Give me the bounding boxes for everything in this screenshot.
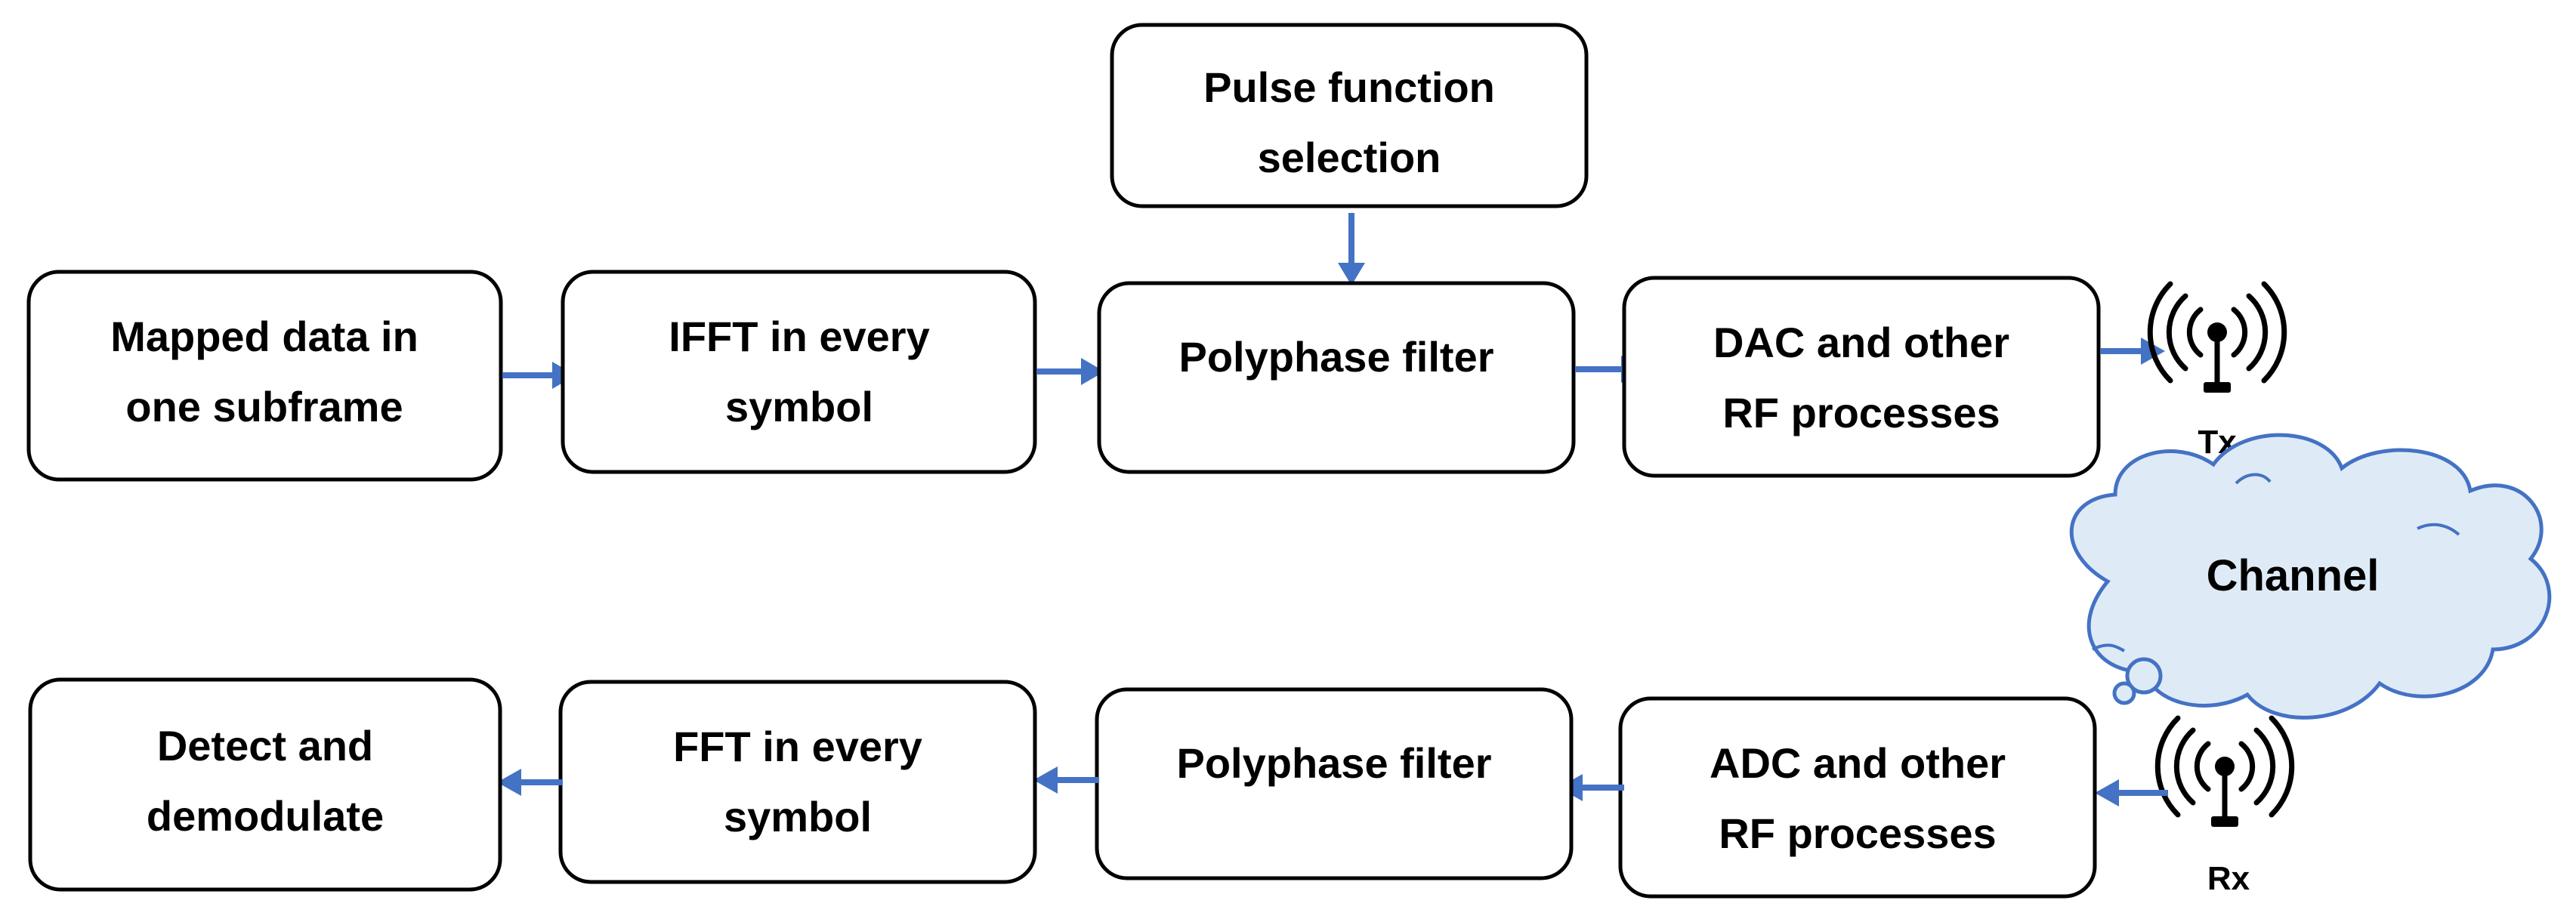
- channel-cloud-icon: [2069, 433, 2552, 720]
- ifft-line1: IFFT in every: [669, 313, 929, 360]
- detect-line1: Detect and: [157, 722, 373, 769]
- ifft-block: IFFT in every symbol: [561, 270, 1037, 474]
- adc-line1: ADC and other: [1710, 739, 2006, 787]
- fft-line1: FFT in every: [673, 723, 922, 770]
- pulse-selection-block: Pulse function selection: [1110, 23, 1589, 208]
- arrow-rx-to-adc: [2095, 779, 2168, 806]
- fft-line2: symbol: [724, 793, 872, 840]
- mapped-data-line1: Mapped data in: [110, 313, 419, 360]
- ifft-line2: symbol: [725, 383, 873, 430]
- detect-line2: demodulate: [147, 792, 384, 840]
- arrow-fft-to-detect: [497, 769, 563, 796]
- dac-line1: DAC and other: [1713, 319, 2009, 366]
- adc-block: ADC and other RF processes: [1618, 696, 2097, 899]
- rx-polyphase-filter-label: Polyphase filter: [1176, 739, 1491, 787]
- fft-block: FFT in every symbol: [558, 680, 1037, 884]
- tx-antenna-icon: [2147, 281, 2287, 393]
- rx-antenna-icon: [2154, 715, 2295, 827]
- tx-polyphase-filter-label: Polyphase filter: [1178, 333, 1493, 381]
- arrow-pulse-to-filter: [1338, 213, 1365, 285]
- mapped-data-line2: one subframe: [125, 383, 403, 430]
- dac-block: DAC and other RF processes: [1622, 276, 2101, 478]
- pulse-selection-line1: Pulse function: [1203, 63, 1495, 111]
- rx-label: Rx: [2207, 860, 2250, 897]
- detect-block: Detect and demodulate: [28, 677, 502, 892]
- adc-line2: RF processes: [1719, 809, 1996, 857]
- arrow-ifft-to-filter: [1036, 358, 1104, 385]
- mapped-data-block: Mapped data in one subframe: [26, 270, 503, 482]
- tx-polyphase-filter-block: Polyphase filter: [1097, 281, 1576, 474]
- rx-polyphase-filter-block: Polyphase filter: [1095, 687, 1574, 880]
- channel-label: Channel: [2207, 551, 2380, 600]
- arrow-filter-to-fft: [1033, 766, 1099, 794]
- pulse-selection-line2: selection: [1258, 134, 1441, 181]
- dac-line2: RF processes: [1722, 389, 2000, 436]
